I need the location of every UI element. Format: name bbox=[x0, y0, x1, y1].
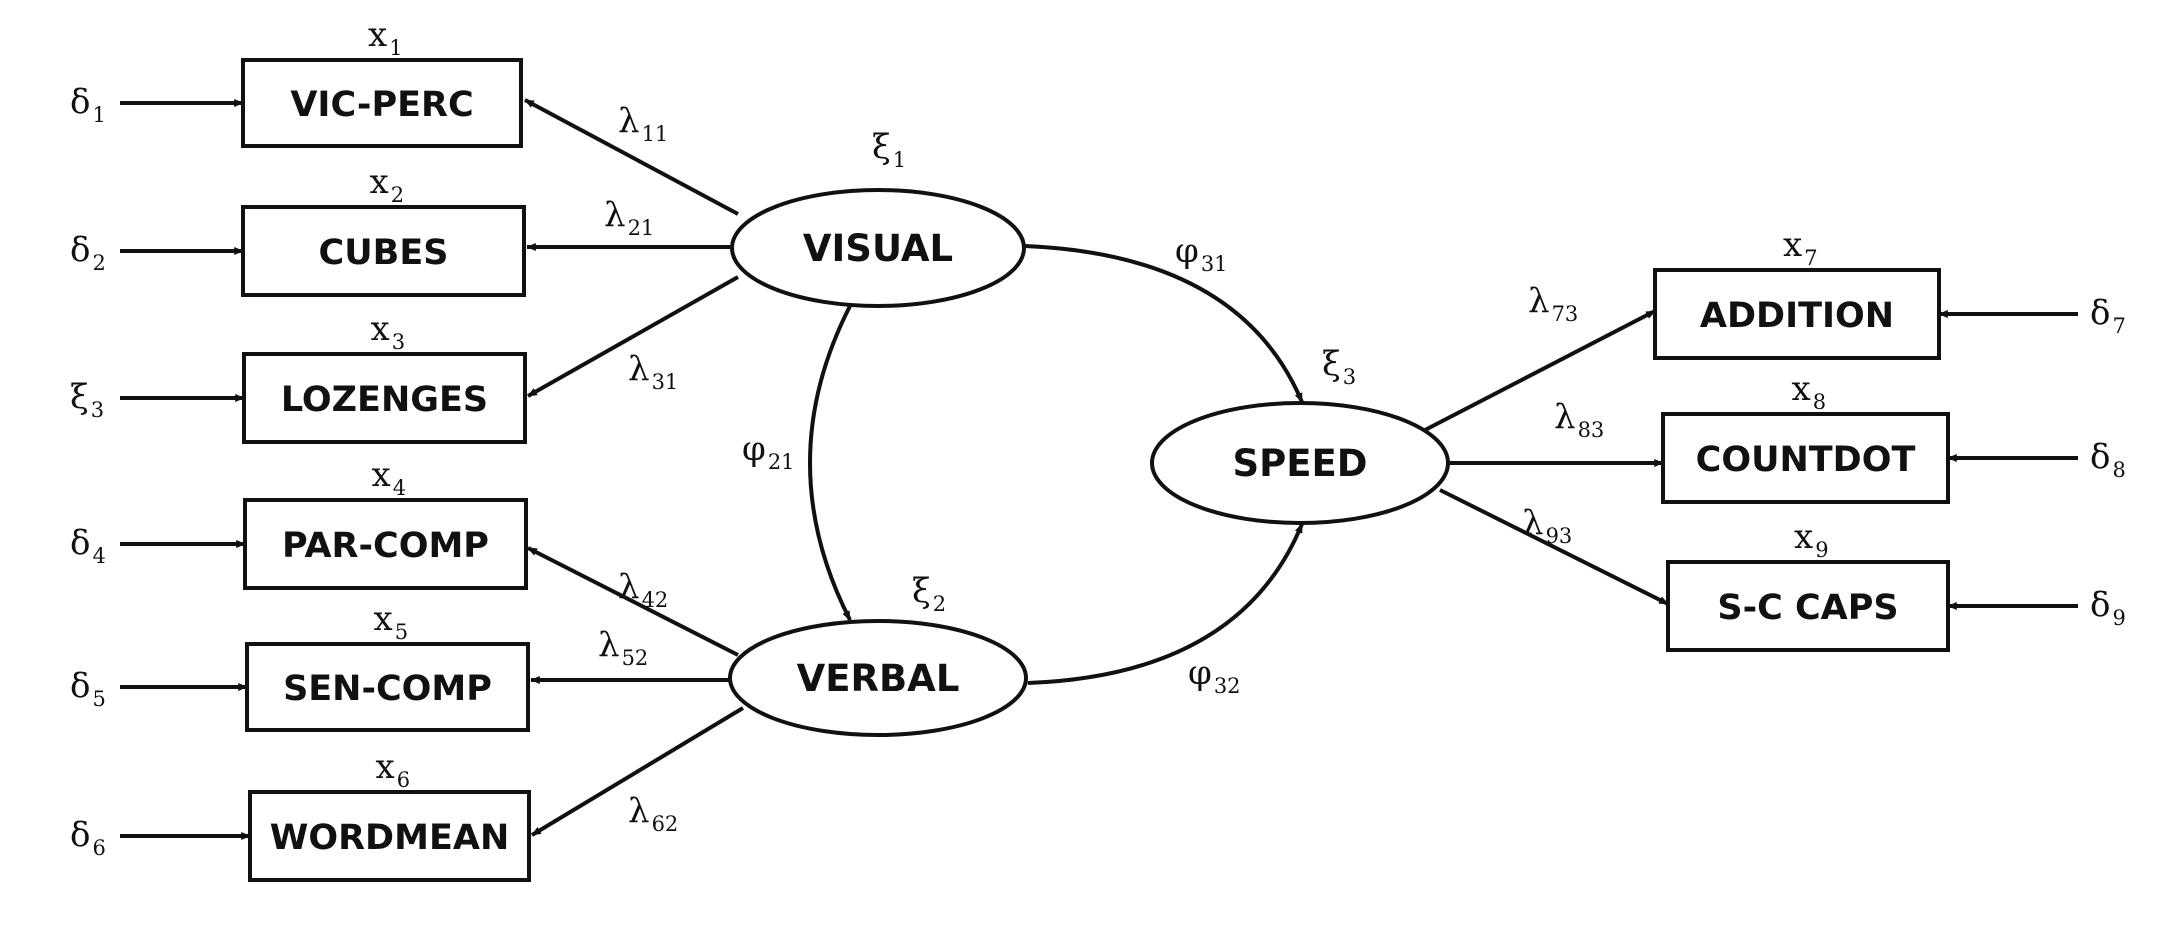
variable-label-x3: x3 bbox=[371, 309, 406, 354]
observed-label-lozenges: LOZENGES bbox=[281, 380, 488, 420]
loading-label-93: λ93 bbox=[1522, 503, 1572, 548]
observed-label-par-comp: PAR-COMP bbox=[282, 526, 489, 566]
covariance-arc-visual-speed bbox=[1016, 241, 1304, 403]
loading-label-11: λ11 bbox=[618, 101, 668, 146]
loading-label-73: λ73 bbox=[1528, 281, 1578, 326]
latent-symbol-speed: ξ3 bbox=[1322, 344, 1356, 389]
variable-label-x4: x4 bbox=[372, 455, 407, 500]
loading-label-42: λ42 bbox=[618, 567, 668, 612]
observed-box-par-comp bbox=[243, 498, 528, 590]
covariance-arc-visual-verbal bbox=[808, 296, 858, 621]
loading-arrow-wordmean bbox=[530, 706, 745, 837]
loading-label-83: λ83 bbox=[1554, 397, 1604, 442]
loading-arrow-par-comp bbox=[527, 546, 739, 657]
observed-label-addition: ADDITION bbox=[1700, 296, 1894, 336]
observed-box-s-c-caps bbox=[1666, 560, 1950, 652]
loading-label-52: λ52 bbox=[598, 625, 648, 670]
observed-label-vic-perc: VIC-PERC bbox=[290, 85, 473, 125]
variable-label-x7: x7 bbox=[1783, 225, 1818, 270]
error-label-2: δ2 bbox=[70, 230, 106, 275]
loading-label-31: λ31 bbox=[628, 349, 678, 394]
latent-ellipse-speed bbox=[1150, 401, 1450, 525]
loading-label-62: λ62 bbox=[628, 791, 678, 836]
observed-box-lozenges bbox=[242, 352, 527, 444]
variable-label-x1: x1 bbox=[368, 15, 403, 60]
variable-label-x9: x9 bbox=[1794, 517, 1829, 562]
observed-label-cubes: CUBES bbox=[319, 233, 449, 273]
observed-box-countdot bbox=[1661, 412, 1950, 504]
variable-label-x2: x2 bbox=[370, 162, 405, 207]
error-label-4: δ4 bbox=[70, 523, 106, 568]
error-label-8: δ8 bbox=[2090, 437, 2126, 482]
error-label-1: δ1 bbox=[70, 82, 106, 127]
loading-arrow-s-c-caps bbox=[1439, 488, 1669, 606]
latent-ellipse-visual bbox=[730, 188, 1026, 308]
edges-layer bbox=[120, 98, 2078, 840]
latent-symbol-visual: ξ1 bbox=[872, 127, 906, 172]
loading-arrow-addition bbox=[1424, 309, 1656, 432]
covariance-label-32: φ32 bbox=[1188, 653, 1241, 698]
labels-layer: λ11 λ21 λ31 λ42 λ52 λ62 λ73 λ83 λ93 φ21 φ31 φ32 VIC-… bbox=[70, 15, 2126, 860]
observed-label-sen-comp: SEN-COMP bbox=[283, 669, 492, 709]
observed-box-sen-comp bbox=[245, 642, 530, 732]
covariance-arc-verbal-speed bbox=[1019, 523, 1304, 688]
loading-label-21: λ21 bbox=[604, 195, 654, 240]
error-label-6: δ6 bbox=[70, 815, 106, 860]
variable-label-x5: x5 bbox=[374, 599, 409, 644]
observed-box-vic-perc bbox=[241, 58, 523, 148]
covariance-label-21: φ21 bbox=[742, 429, 795, 474]
latent-symbol-verbal: ξ2 bbox=[912, 571, 946, 616]
loading-arrow-lozenges bbox=[527, 275, 739, 398]
error-label-3: ξ3 bbox=[70, 377, 104, 422]
latent-ellipse-verbal bbox=[728, 619, 1028, 737]
loading-arrow-vic-perc bbox=[524, 98, 739, 216]
variable-label-x6: x6 bbox=[376, 747, 411, 792]
latent-label-visual: VISUAL bbox=[803, 227, 953, 270]
nodes-layer bbox=[241, 58, 1950, 882]
observed-box-wordmean bbox=[248, 790, 531, 882]
observed-label-countdot: COUNTDOT bbox=[1696, 440, 1916, 480]
error-label-7: δ7 bbox=[2090, 293, 2126, 338]
error-label-5: δ5 bbox=[70, 666, 106, 711]
covariance-label-31: φ31 bbox=[1175, 231, 1228, 276]
error-label-9: δ9 bbox=[2090, 585, 2126, 630]
observed-label-s-c-caps: S-C CAPS bbox=[1717, 588, 1898, 628]
latent-label-verbal: VERBAL bbox=[797, 657, 960, 700]
latent-label-speed: SPEED bbox=[1232, 442, 1367, 485]
observed-box-cubes bbox=[241, 205, 526, 297]
observed-box-addition bbox=[1653, 268, 1941, 360]
observed-label-wordmean: WORDMEAN bbox=[270, 818, 509, 858]
variable-label-x8: x8 bbox=[1792, 369, 1827, 414]
